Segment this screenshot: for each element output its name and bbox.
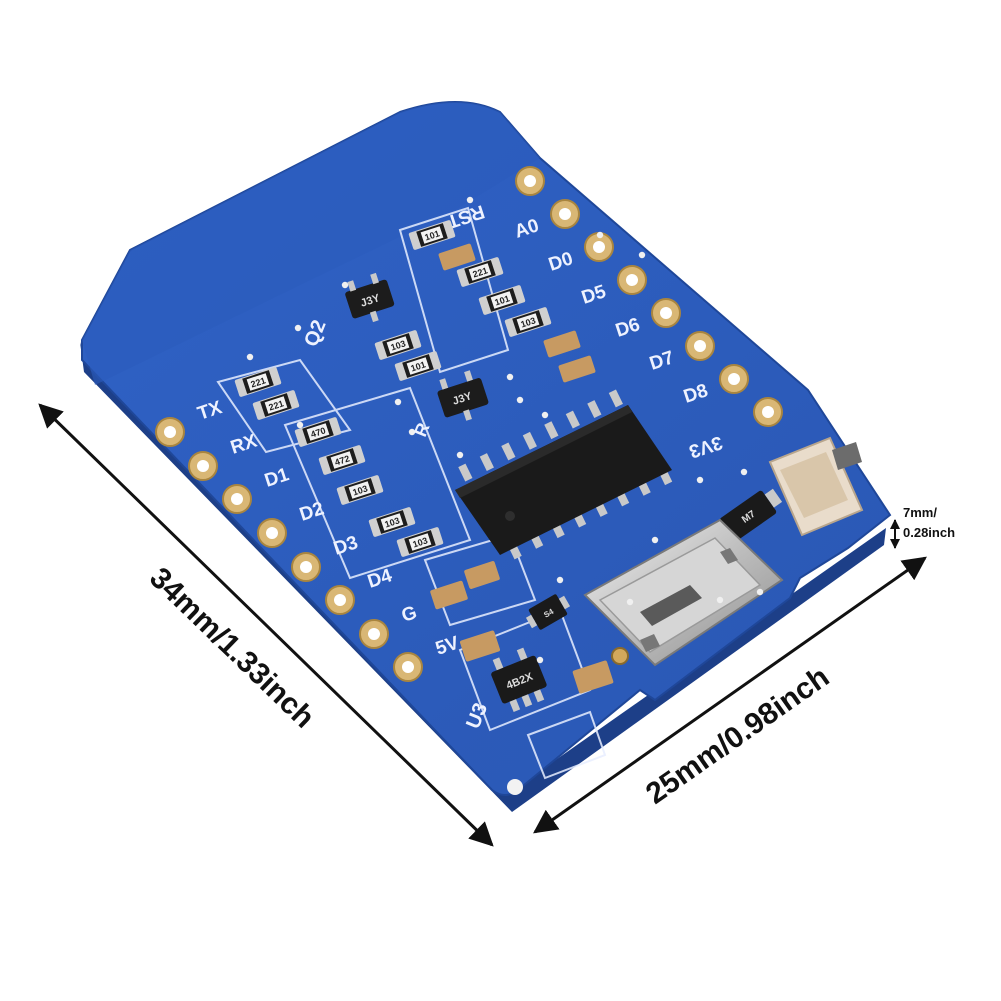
length-arrow bbox=[38, 403, 494, 847]
resistor-code: 101 bbox=[493, 293, 510, 307]
resistor: 101 bbox=[408, 220, 456, 250]
left-pin-pad bbox=[325, 585, 355, 615]
left-pin-pad bbox=[155, 417, 185, 447]
right-pin-pad bbox=[651, 298, 681, 328]
left-pin-pad bbox=[188, 451, 218, 481]
resistor-code: 103 bbox=[519, 315, 536, 329]
right-pin-pad bbox=[617, 265, 647, 295]
test-point bbox=[611, 647, 629, 665]
resistor: 101 bbox=[394, 351, 442, 381]
resistor: 103 bbox=[374, 330, 422, 360]
resistor: 221 bbox=[234, 367, 282, 397]
right-pin-pad bbox=[719, 364, 749, 394]
mounting-hole bbox=[507, 779, 523, 795]
right-pin-pad bbox=[685, 331, 715, 361]
resistor-code: 221 bbox=[249, 375, 266, 389]
height-dimension-line2: 0.28inch bbox=[903, 525, 955, 540]
resistor: 221 bbox=[456, 257, 504, 287]
right-pin-pad bbox=[550, 199, 580, 229]
transistor-1-label: J3Y bbox=[359, 292, 382, 310]
right-header-pins bbox=[515, 166, 783, 427]
reset-button bbox=[768, 436, 864, 537]
transistor-j3y-top: J3Y bbox=[345, 272, 395, 323]
pcb-board bbox=[81, 101, 892, 796]
resistor: 101 bbox=[478, 285, 526, 315]
width-arrow bbox=[533, 556, 927, 834]
voltage-regulator: 4B2X bbox=[491, 647, 547, 712]
resistor-code: 101 bbox=[409, 359, 426, 373]
resistor-code: 101 bbox=[423, 228, 440, 242]
antenna-area bbox=[82, 102, 540, 385]
left-pin-pad bbox=[222, 484, 252, 514]
left-pin-pad bbox=[359, 619, 389, 649]
left-pin-pad bbox=[393, 652, 423, 682]
resistor-code: 103 bbox=[389, 338, 406, 352]
resistor: 103 bbox=[504, 307, 552, 337]
right-pin-pad bbox=[753, 397, 783, 427]
height-dimension-line1: 7mm/ bbox=[903, 505, 937, 520]
left-pin-pad bbox=[291, 552, 321, 582]
resistor-code: 221 bbox=[471, 265, 488, 279]
left-pin-pad bbox=[257, 518, 287, 548]
right-pin-pad bbox=[515, 166, 545, 196]
transistor-2-label: J3Y bbox=[451, 390, 474, 408]
